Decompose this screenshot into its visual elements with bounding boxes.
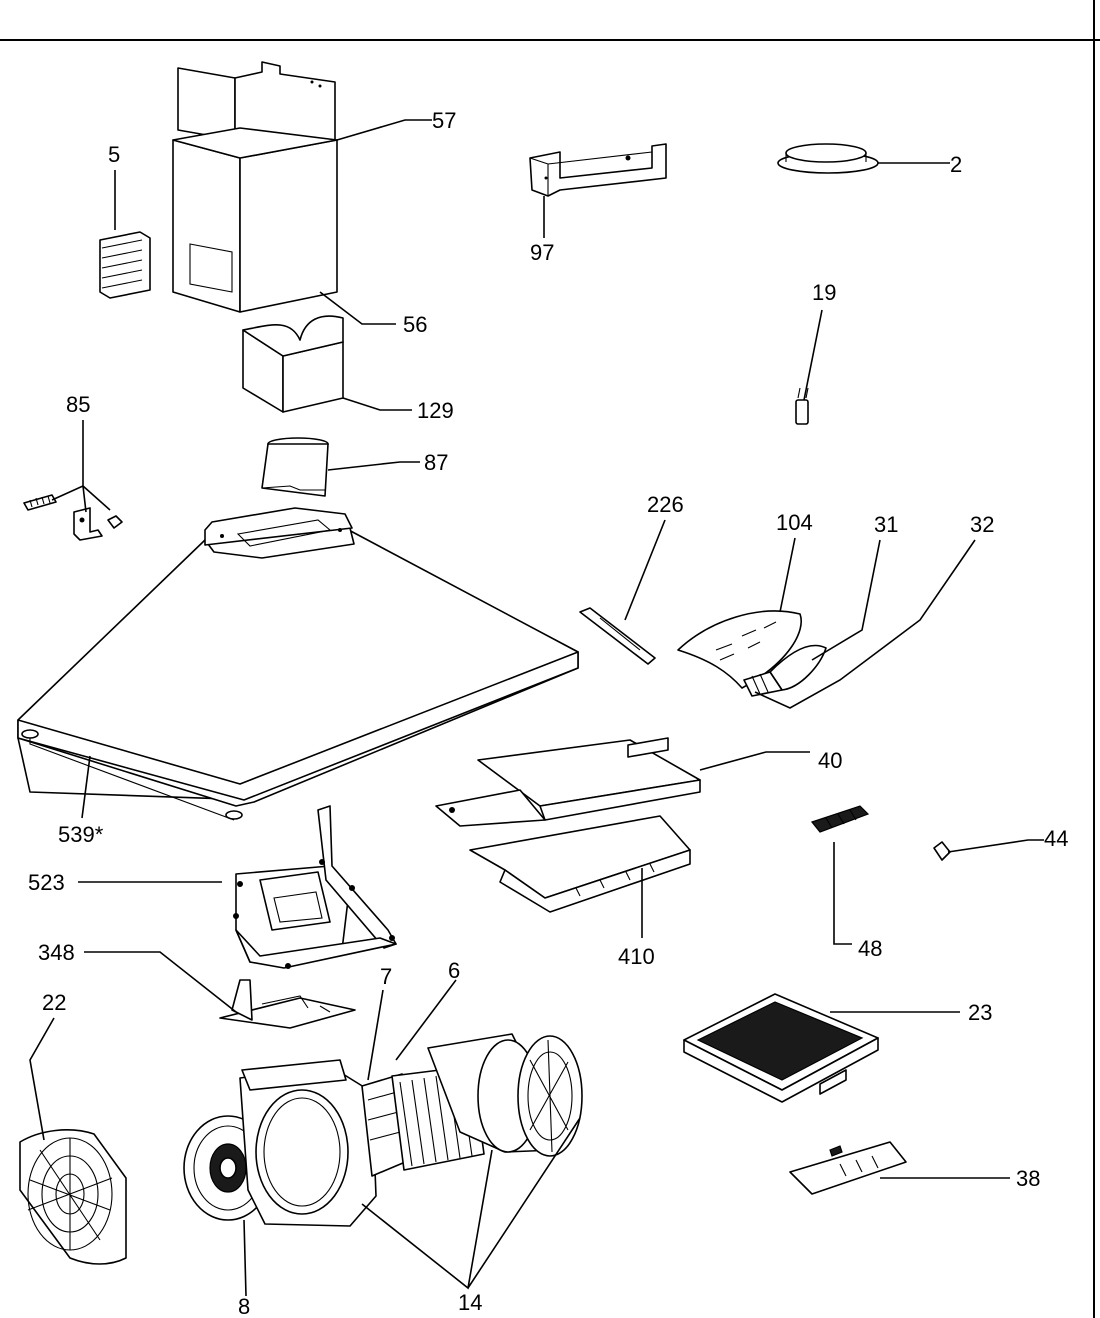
bulb-part-31 (769, 644, 827, 691)
callout-40: 40 (818, 748, 842, 773)
lamp-holder-part-226 (579, 607, 656, 665)
bracket-kit-part-85 (23, 494, 123, 541)
filter-bar-part-539 (29, 738, 235, 821)
callout-44: 44 (1044, 826, 1068, 851)
cover-plate-part-38 (789, 1141, 907, 1195)
control-housing-part-40 (435, 737, 701, 827)
callout-32: 32 (970, 512, 994, 537)
callout-2: 2 (950, 152, 962, 177)
blower-housing-part-14 (239, 1059, 377, 1227)
callout-348: 348 (38, 940, 75, 965)
blower-housing-part-14-rear (427, 1033, 583, 1157)
callout-57: 57 (432, 108, 456, 133)
knob-part-44 (933, 841, 951, 861)
callout-5: 5 (108, 142, 120, 167)
flange-ring-part-2 (777, 143, 879, 174)
callout-6: 6 (448, 958, 460, 983)
callout-48: 48 (858, 936, 882, 961)
tray-part-410 (469, 815, 691, 913)
leader-lines (29, 119, 1044, 1297)
lower-chimney-part-56 (172, 127, 338, 313)
callout-97: 97 (530, 240, 554, 265)
callout-19: 19 (812, 280, 836, 305)
callout-14: 14 (458, 1290, 482, 1315)
charcoal-filter-part-23 (683, 993, 879, 1103)
air-collar-part-87 (261, 437, 329, 497)
upper-chimney-part-57 (177, 61, 336, 141)
callout-410: 410 (618, 944, 655, 969)
duct-adapter-part-129 (242, 315, 344, 413)
callout-23: 23 (968, 1000, 992, 1025)
mounting-bracket-part-97 (529, 143, 667, 197)
callout-104: 104 (776, 510, 813, 535)
fan-guard-part-22 (19, 1129, 127, 1265)
callout-87: 87 (424, 450, 448, 475)
motor-bracket-part-523 (233, 805, 397, 969)
callout-129: 129 (417, 398, 454, 423)
callout-38: 38 (1016, 1166, 1040, 1191)
callout-56: 56 (403, 312, 427, 337)
switch-button-part-48 (810, 805, 870, 833)
callout-226: 226 (647, 492, 684, 517)
bulb-socket-part-32 (743, 671, 783, 697)
callout-85: 85 (66, 392, 90, 417)
lamp-part-19 (795, 387, 809, 425)
callout-7: 7 (380, 964, 392, 989)
hood-canopy (17, 507, 579, 820)
callout-labels: 57 5 56 129 87 85 97 2 19 226 104 31 32 … (28, 108, 1068, 1318)
callout-8: 8 (238, 1294, 250, 1318)
callout-31: 31 (874, 512, 898, 537)
callout-539: 539* (58, 822, 104, 847)
bracket-plate-part-348 (219, 979, 356, 1029)
vent-grille-part-5 (99, 231, 151, 299)
callout-523: 523 (28, 870, 65, 895)
callout-22: 22 (42, 990, 66, 1015)
light-cover-part-104 (677, 610, 802, 689)
